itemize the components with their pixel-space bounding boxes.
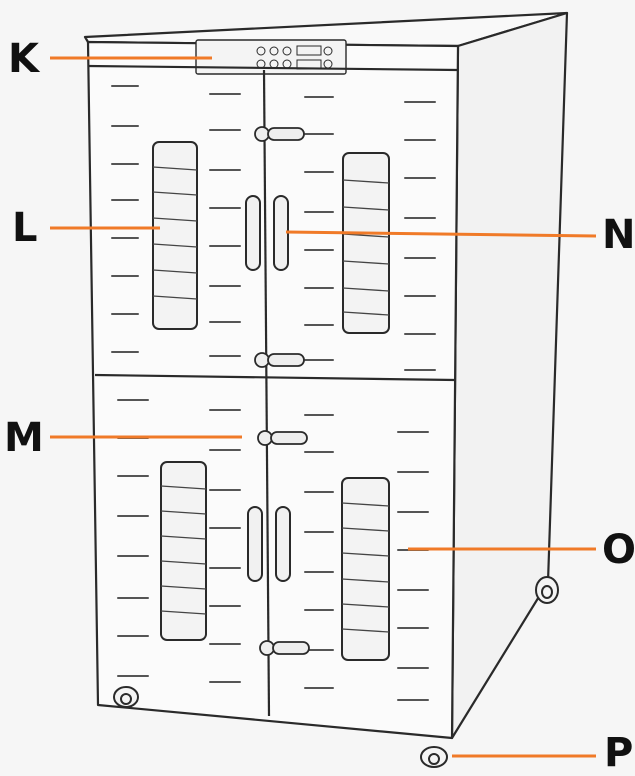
door-handles (245, 195, 291, 582)
caster-front-left (113, 686, 139, 708)
latch-3 (257, 430, 308, 446)
cabinet-front (86, 40, 460, 740)
handle-lower-left (247, 506, 263, 582)
latch-1 (254, 126, 305, 142)
handle-lower-right (275, 506, 291, 582)
callout-n: N (602, 212, 635, 258)
handle-upper-left (245, 195, 261, 271)
control-panel (195, 39, 347, 75)
callout-m: M (4, 415, 44, 461)
cabinet-side (450, 11, 569, 740)
caster-back-right (535, 576, 559, 604)
casters (113, 576, 559, 768)
window-upper-left (152, 141, 198, 330)
window-tray-lines (152, 166, 390, 633)
latch-2 (254, 352, 305, 368)
leader-lines (50, 56, 597, 758)
control-buttons (256, 45, 333, 70)
leader-line-n (285, 230, 597, 238)
door-seams (87, 64, 459, 717)
handle-upper-right (273, 195, 289, 271)
callout-o: O (602, 527, 635, 573)
latches (254, 126, 310, 656)
callout-l: L (12, 205, 38, 251)
callout-p: P (604, 730, 634, 776)
caster-front-right (420, 746, 448, 768)
callout-k: K (8, 36, 39, 82)
window-upper-right (342, 152, 390, 334)
window-lower-right (341, 477, 390, 661)
latch-4 (259, 640, 310, 656)
viewing-windows (152, 141, 390, 661)
window-lower-left (160, 461, 207, 641)
